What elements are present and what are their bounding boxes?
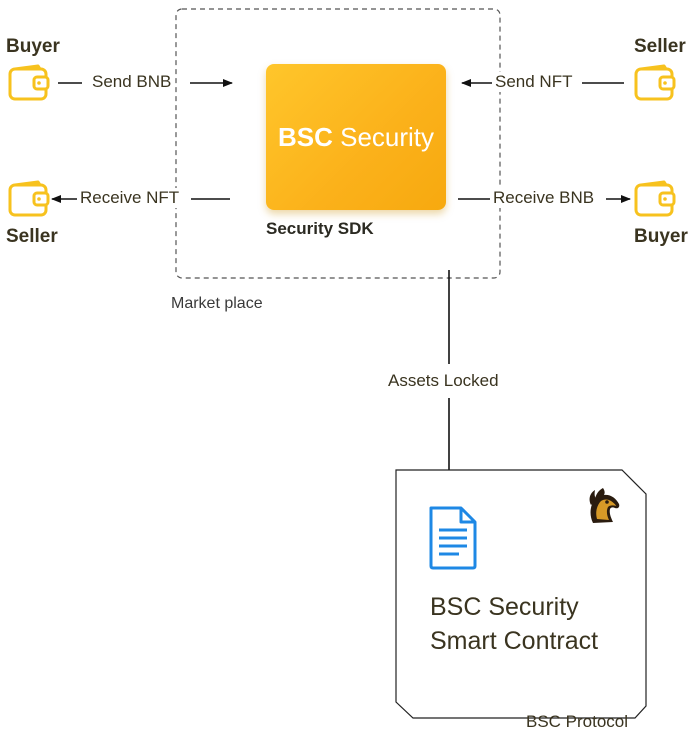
assets-locked-label: Assets Locked — [385, 371, 502, 391]
send-bnb-label: Send BNB — [89, 72, 175, 92]
left-seller-label: Seller — [6, 226, 58, 247]
core-title-rest: Security — [340, 121, 435, 152]
core-title-bold: BSC — [277, 121, 333, 152]
core-title: BSC Security — [278, 122, 434, 153]
marketplace-frame — [175, 8, 501, 279]
bsc-protocol-label: BSC Protocol — [526, 712, 629, 731]
right-buyer-label: Buyer — [634, 226, 688, 247]
receive-nft-label: Receive NFT — [77, 188, 183, 208]
receive-bnb-label: Receive BNB — [490, 188, 598, 208]
wallet-icon — [634, 64, 676, 101]
left-buyer-label: Buyer — [6, 36, 60, 57]
document-icon — [429, 506, 477, 570]
wallet-icon — [8, 64, 50, 101]
bsc-security-box: BSC Security — [266, 64, 446, 210]
wallet-icon — [634, 180, 676, 217]
contract-title-line2: Smart Contract — [430, 627, 599, 655]
contract-title-line1: BSC Security — [430, 593, 579, 621]
right-seller-label: Seller — [634, 36, 686, 57]
mustang-logo-icon — [589, 488, 620, 523]
send-nft-label: Send NFT — [492, 72, 576, 92]
security-sdk-label: Security SDK — [266, 219, 374, 238]
marketplace-label: Market place — [171, 295, 263, 312]
wallet-icon — [8, 180, 50, 217]
